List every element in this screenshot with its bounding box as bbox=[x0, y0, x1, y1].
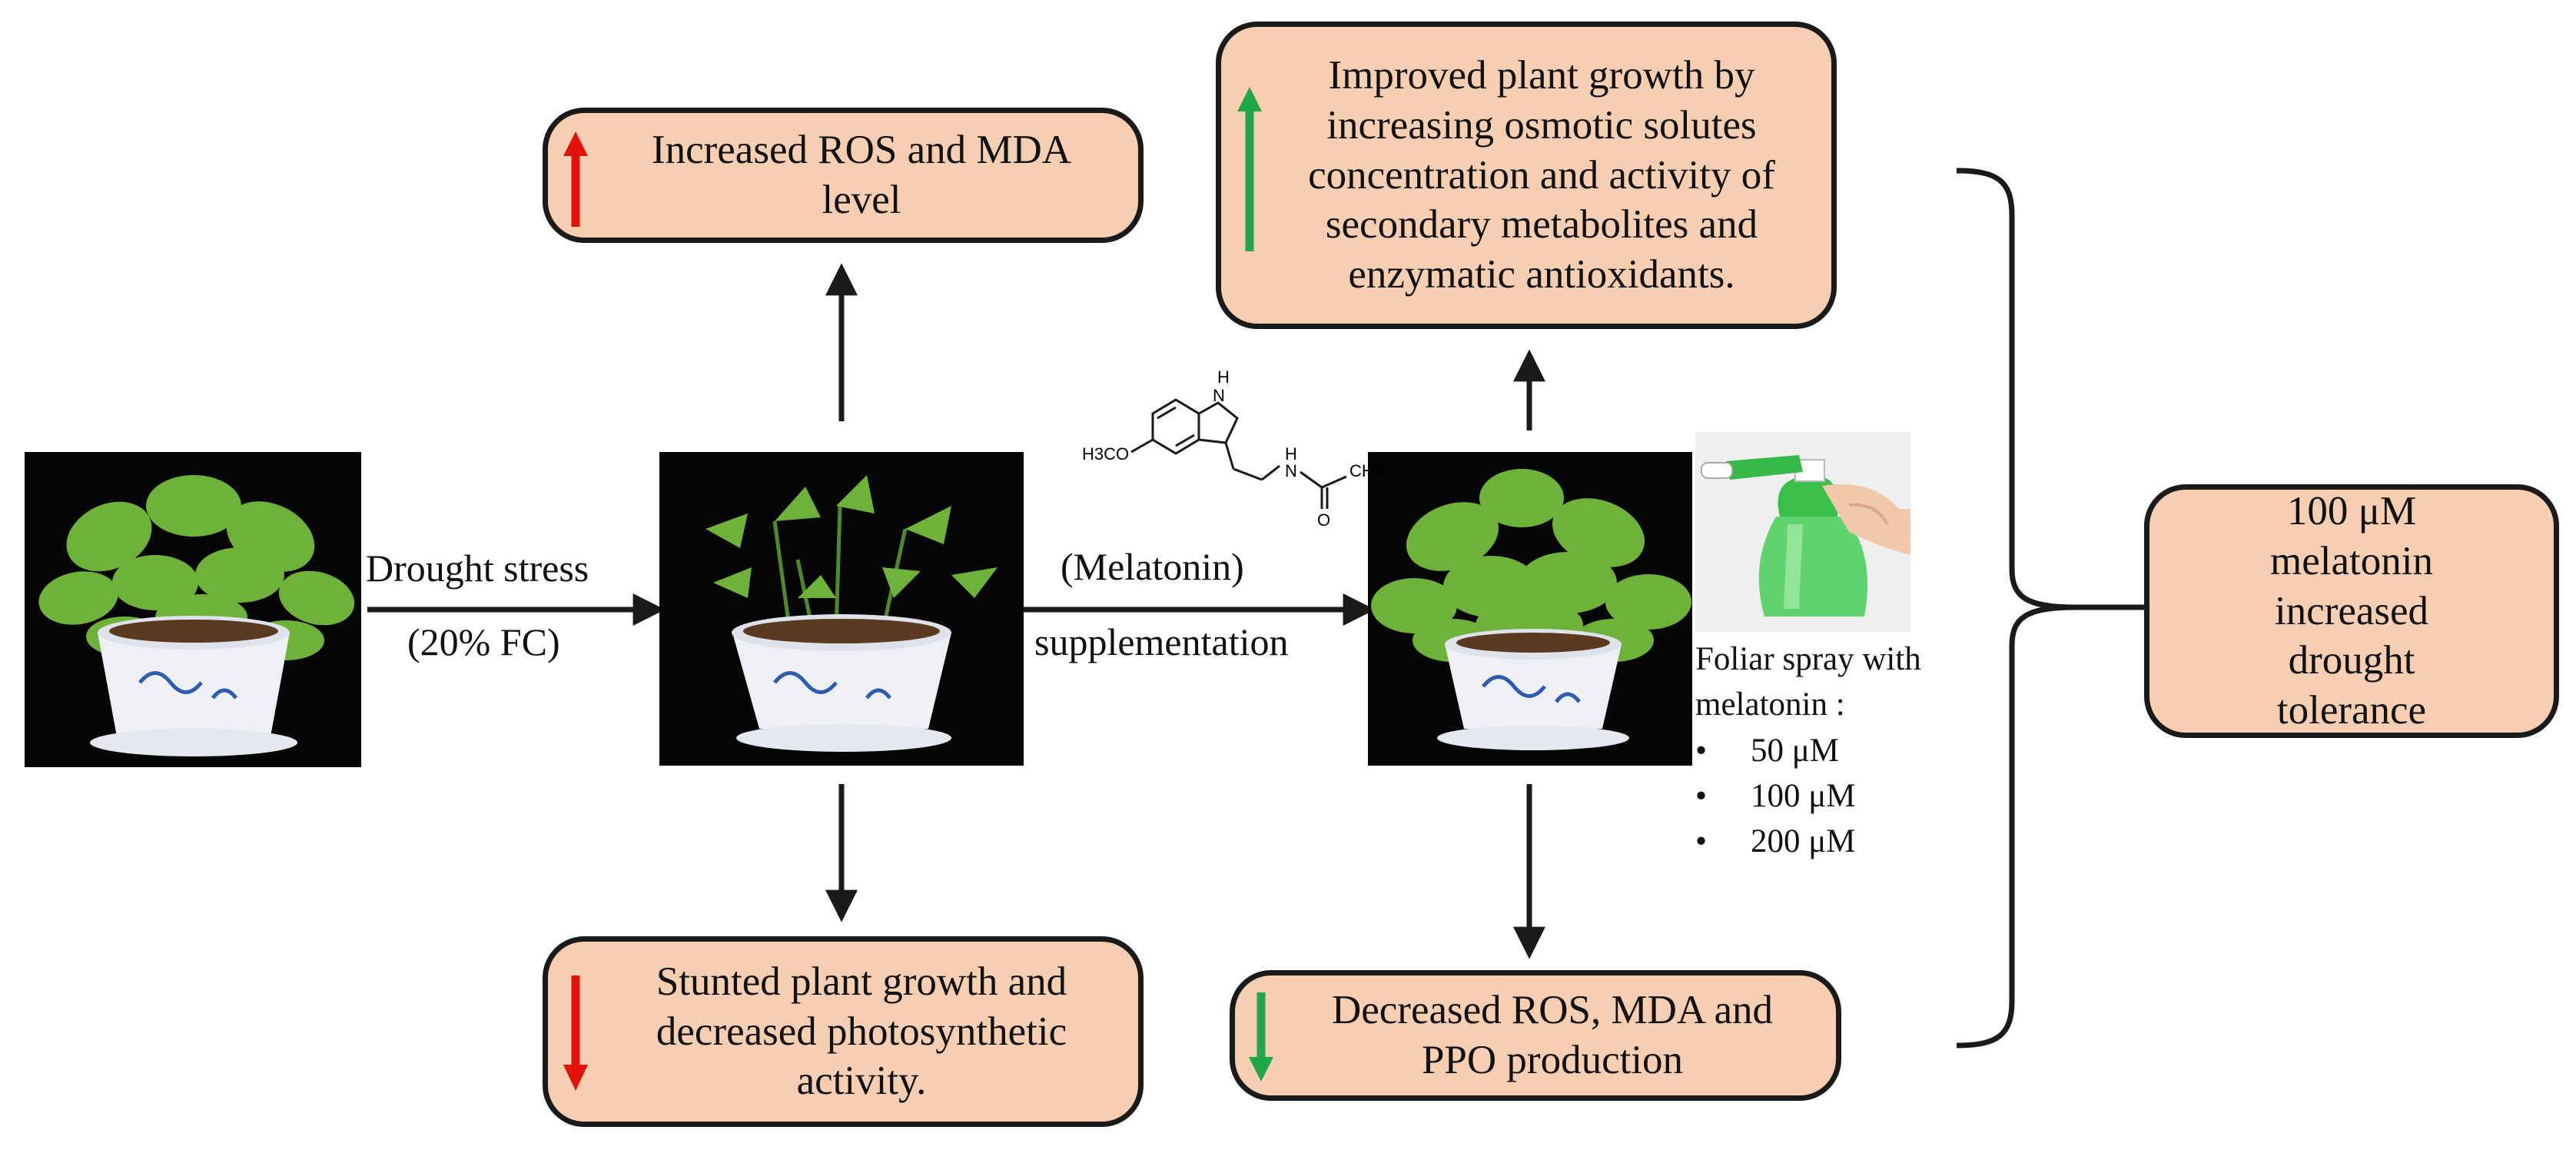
dose-list-item: • 100 μM bbox=[1695, 773, 1972, 819]
dose-list-item: • 200 μM bbox=[1695, 819, 1972, 864]
green-down-arrow-icon bbox=[1249, 992, 1273, 1082]
control-plant-photo bbox=[25, 452, 361, 767]
green-up-arrow-icon bbox=[1237, 87, 1262, 251]
melatonin-label: (Melatonin) bbox=[1061, 545, 1244, 588]
spray-bottle-photo bbox=[1695, 432, 1910, 632]
dose-value: 200 μM bbox=[1751, 823, 1856, 860]
field-capacity-label: (20% FC) bbox=[407, 620, 560, 663]
dose-list-item: • 50 μM bbox=[1695, 728, 1972, 773]
melatonin-plant-photo bbox=[1368, 452, 1692, 766]
outcome-text: 100 μM melatonin increased drought toler… bbox=[2270, 489, 2433, 733]
bullet-icon: • bbox=[1695, 732, 1708, 769]
melatonin-structure-diagram: H N H3CO H N O CH3 bbox=[1082, 367, 1383, 529]
decreased-ros-box: Decreased ROS, MDA and PPO production bbox=[1230, 970, 1841, 1101]
red-up-arrow-icon bbox=[563, 131, 588, 227]
red-down-arrow-icon bbox=[563, 976, 588, 1091]
structure-nh-h: H bbox=[1217, 367, 1230, 387]
structure-methoxy: H3CO bbox=[1082, 444, 1129, 464]
stunted-growth-text: Stunted plant growth and decreased photo… bbox=[656, 959, 1067, 1104]
dose-value: 100 μM bbox=[1751, 777, 1856, 814]
dose-value: 50 μM bbox=[1751, 732, 1840, 769]
structure-ring-n: N bbox=[1213, 386, 1225, 405]
drought-plant-photo bbox=[659, 452, 1024, 766]
decreased-ros-text: Decreased ROS, MDA and PPO production bbox=[1331, 988, 1774, 1082]
improved-growth-box: Improved plant growth by increasing osmo… bbox=[1216, 22, 1837, 329]
improved-growth-text: Improved plant growth by increasing osmo… bbox=[1308, 53, 1775, 297]
bullet-icon: • bbox=[1695, 777, 1708, 814]
summary-bracket bbox=[1956, 168, 2076, 1049]
structure-oxygen: O bbox=[1317, 510, 1330, 529]
foliar-spray-label: Foliar spray with melatonin : bbox=[1695, 641, 1921, 723]
drought-stress-label: Drought stress bbox=[366, 547, 589, 590]
foliar-spray-info: Foliar spray with melatonin : • 50 μM • 10… bbox=[1695, 636, 1972, 865]
stunted-growth-box: Stunted plant growth and decreased photo… bbox=[543, 936, 1144, 1127]
structure-amide-h: H bbox=[1285, 444, 1297, 464]
structure-amide-n: N bbox=[1285, 461, 1297, 480]
ros-increase-text: Increased ROS and MDA level bbox=[651, 128, 1072, 222]
structure-methyl: CH3 bbox=[1349, 461, 1383, 480]
bullet-icon: • bbox=[1695, 823, 1708, 860]
outcome-box: 100 μM melatonin increased drought toler… bbox=[2144, 484, 2559, 738]
ros-increase-box: Increased ROS and MDA level bbox=[543, 108, 1144, 243]
supplementation-label: supplementation bbox=[1034, 620, 1289, 663]
